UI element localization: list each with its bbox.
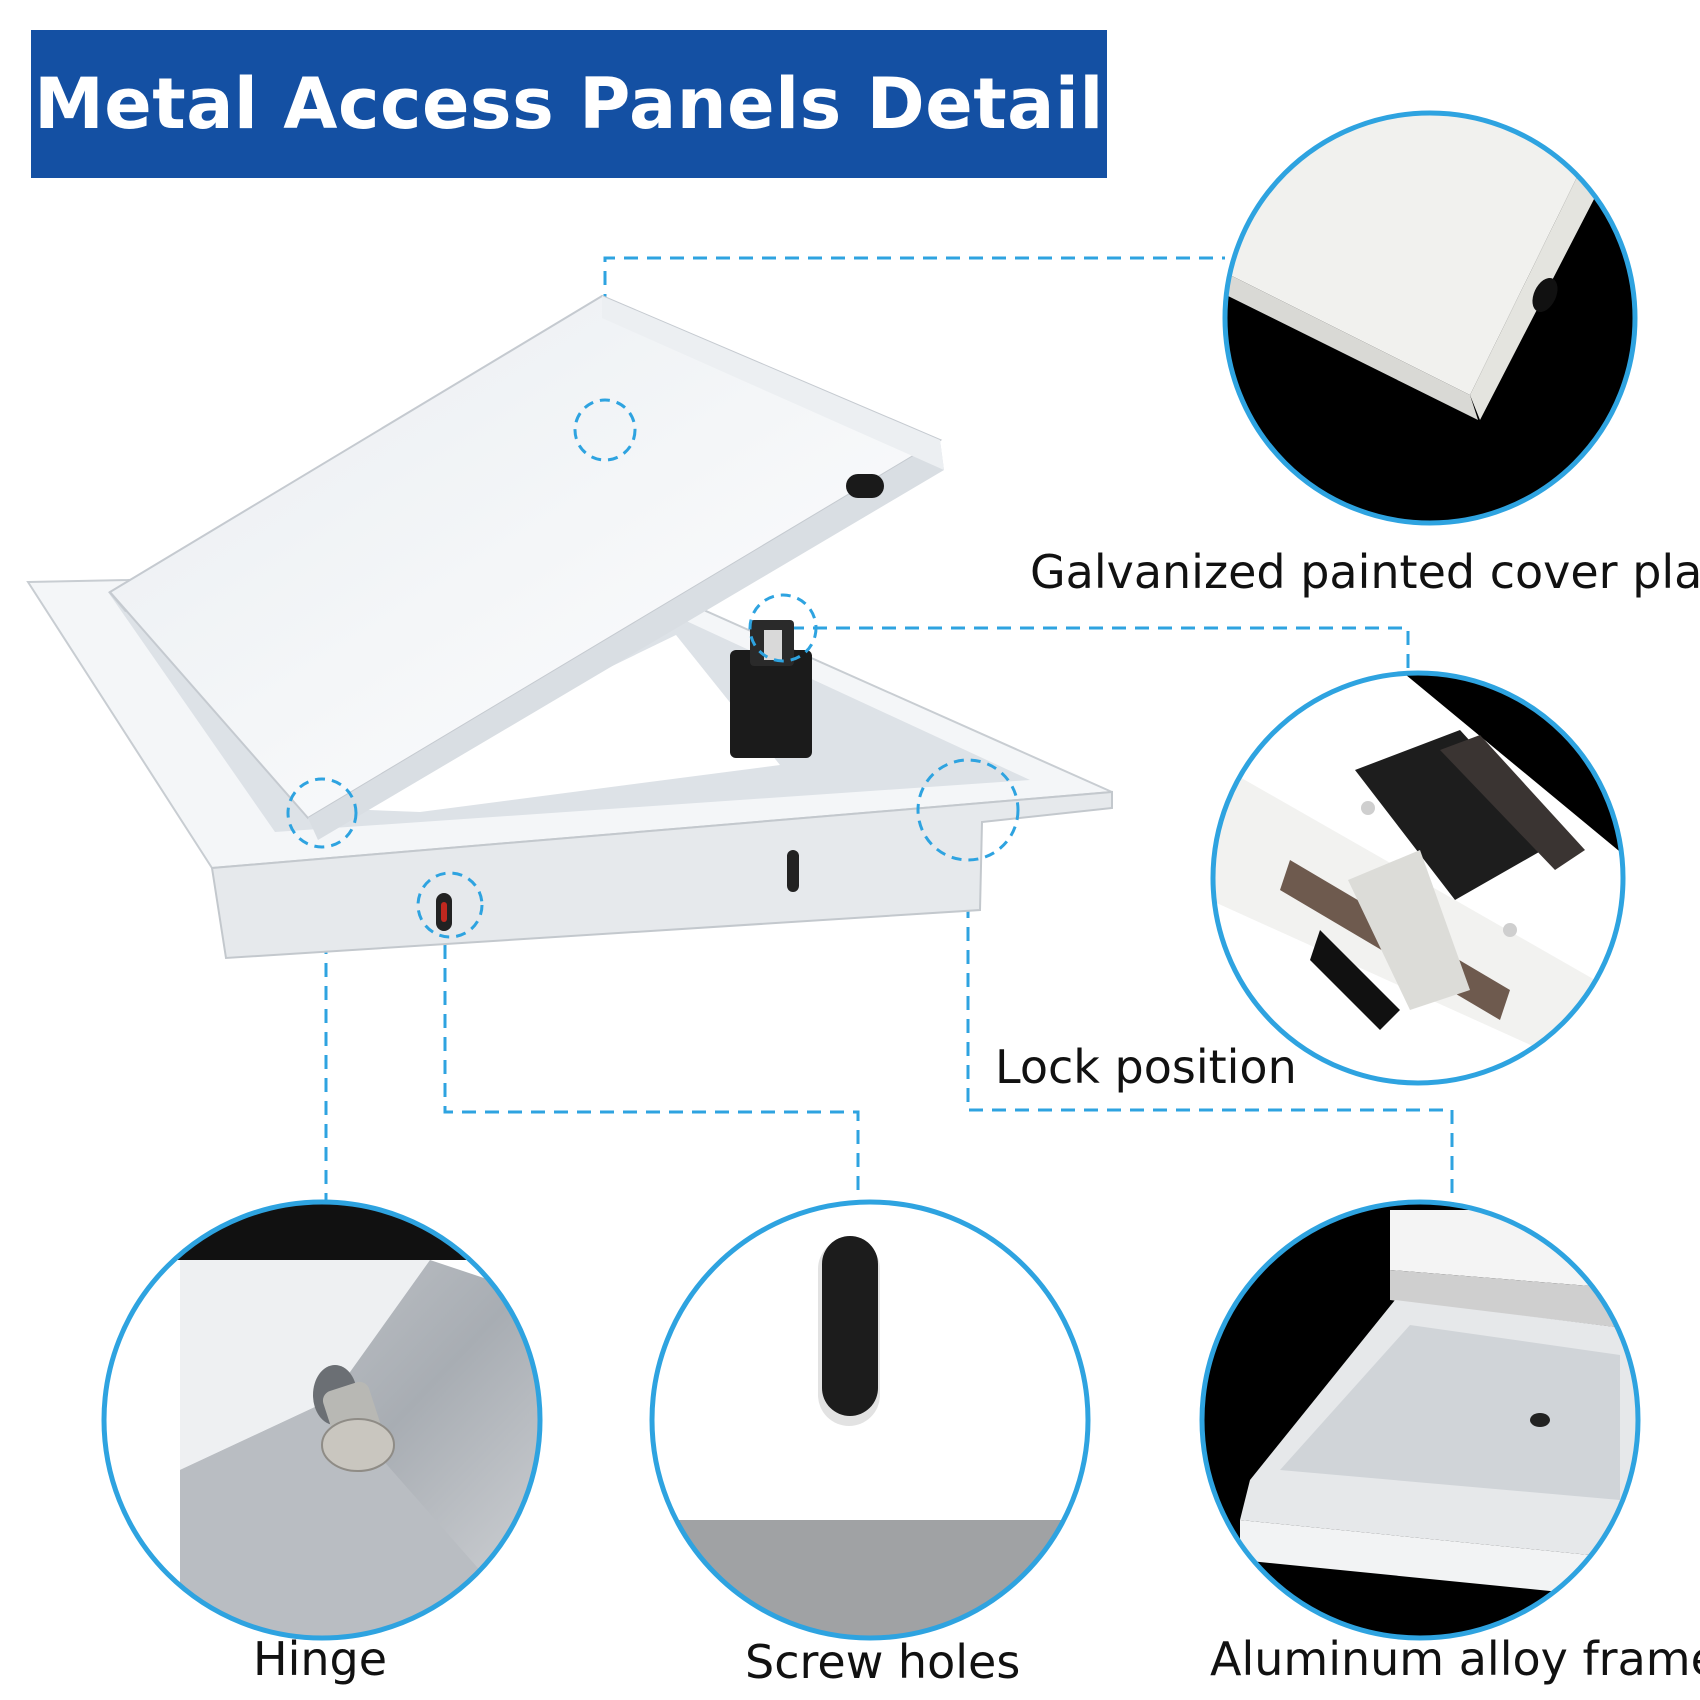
label-aluminum-frame: Aluminum alloy frame <box>1210 1632 1700 1686</box>
page-title: Metal Access Panels Detail <box>34 63 1104 145</box>
label-lock-position: Lock position <box>995 1040 1297 1094</box>
detail-hinge-image <box>101 1199 543 1641</box>
access-panel-main <box>26 294 1113 960</box>
label-screw-holes: Screw holes <box>745 1635 1021 1689</box>
title-banner: Metal Access Panels Detail <box>31 30 1107 178</box>
label-cover-plate: Galvanized painted cover plate <box>1030 545 1700 599</box>
detail-cover-plate-image <box>1222 110 1638 526</box>
detail-lock-image <box>1210 670 1626 1086</box>
highlight-circles <box>286 398 1020 939</box>
label-hinge: Hinge <box>253 1632 388 1686</box>
detail-screw-holes-image <box>649 1199 1091 1641</box>
detail-frame-image <box>1199 1199 1641 1641</box>
